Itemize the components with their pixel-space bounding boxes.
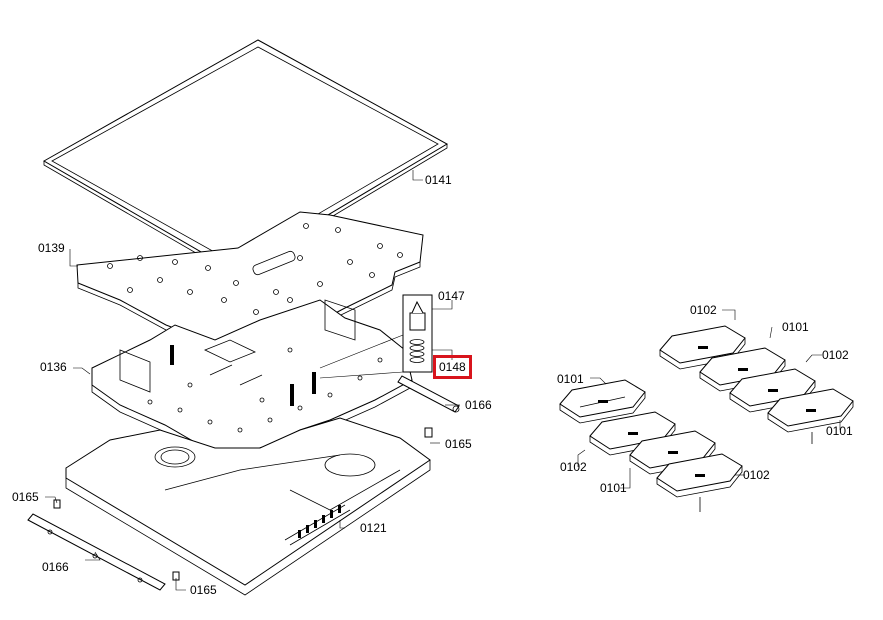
label-0102-bottom: 0102 bbox=[743, 468, 770, 482]
label-0101-left: 0101 bbox=[557, 372, 584, 386]
coil-tr4 bbox=[767, 388, 854, 444]
clip-0165-parts bbox=[53, 427, 433, 581]
label-0165-right: 0165 bbox=[445, 437, 472, 451]
label-0148-highlighted: 0148 bbox=[433, 355, 472, 379]
coil-bl3 bbox=[656, 453, 743, 512]
label-0165-left: 0165 bbox=[12, 490, 39, 504]
label-0101-bottom: 0101 bbox=[600, 481, 627, 495]
label-0121: 0121 bbox=[360, 521, 387, 535]
label-0147: 0147 bbox=[438, 289, 465, 303]
detail-inset-0147-0148 bbox=[319, 294, 453, 379]
leader-lines-right bbox=[577, 309, 841, 489]
rail-0166-left bbox=[27, 513, 166, 591]
base-pan-0121 bbox=[65, 417, 431, 596]
carrier-0136 bbox=[91, 299, 413, 463]
induction-coil-group bbox=[559, 325, 854, 512]
label-0101-top: 0101 bbox=[782, 320, 809, 334]
label-0166-left: 0166 bbox=[42, 560, 69, 574]
glass-top-0141 bbox=[42, 39, 449, 276]
coil-tr1 bbox=[659, 325, 746, 370]
label-0102-top: 0102 bbox=[690, 303, 717, 317]
label-0166-right: 0166 bbox=[465, 398, 492, 412]
label-0102-right: 0102 bbox=[822, 348, 849, 362]
label-0165-bottom: 0165 bbox=[190, 583, 217, 597]
label-0136: 0136 bbox=[40, 360, 67, 374]
label-0101-right: 0101 bbox=[826, 424, 853, 438]
frame-0139 bbox=[76, 211, 424, 361]
coil-tl bbox=[559, 379, 646, 424]
label-0141: 0141 bbox=[425, 173, 452, 187]
label-0139: 0139 bbox=[38, 241, 65, 255]
label-0102-left: 0102 bbox=[560, 460, 587, 474]
rail-0166-right bbox=[397, 375, 460, 413]
leader-lines-left bbox=[45, 170, 460, 591]
